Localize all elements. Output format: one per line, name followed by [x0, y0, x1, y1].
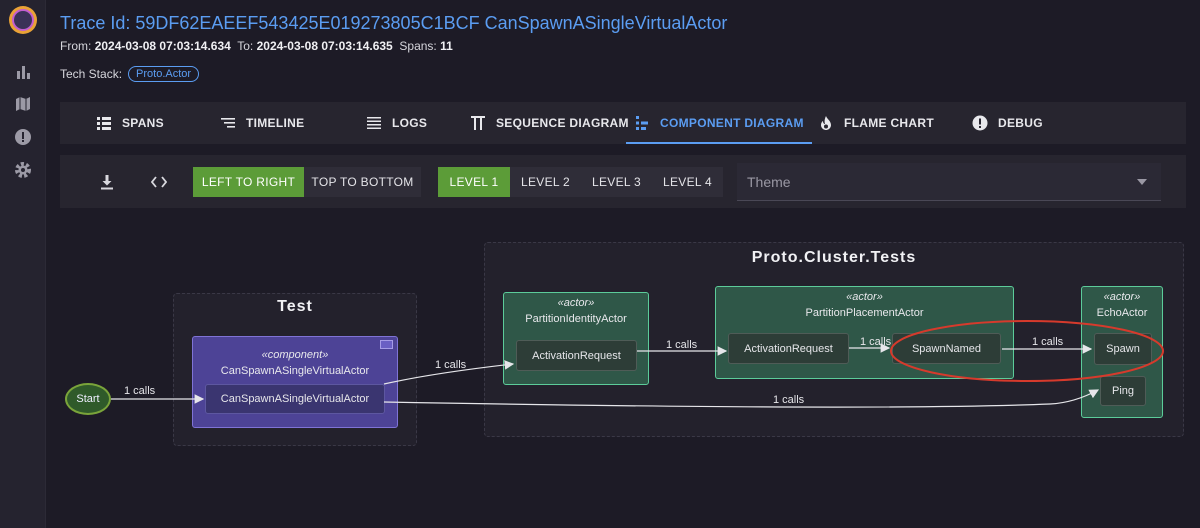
download-button[interactable] — [92, 167, 122, 197]
tab-debug-label: DEBUG — [998, 116, 1043, 130]
actor-name: EchoActor — [1096, 307, 1148, 319]
op-activation-request[interactable]: ActivationRequest — [516, 340, 637, 371]
tab-timeline[interactable]: TIMELINE — [220, 102, 304, 144]
tab-flame-chart-label: FLAME CHART — [844, 116, 934, 130]
from-label: From: — [60, 39, 92, 53]
chart-icon[interactable] — [13, 62, 33, 82]
op-activation-request[interactable]: ActivationRequest — [728, 333, 849, 364]
sequence-icon — [471, 116, 485, 130]
cluster-test-title: Test — [277, 298, 313, 315]
lines-icon — [367, 117, 381, 129]
highlight-ellipse — [890, 320, 1164, 382]
actor-stereotype: «actor» — [1103, 291, 1141, 303]
trace-meta: From: 2024-03-08 07:03:14.634 To: 2024-0… — [60, 39, 453, 53]
page-title: Trace Id: 59DF62EAEEF543425E019273805C1B… — [60, 13, 728, 33]
edge-label: 1 calls — [666, 339, 698, 351]
tab-component-diagram[interactable]: COMPONENT DIAGRAM — [626, 102, 812, 144]
tab-logs-label: LOGS — [392, 116, 428, 130]
code-icon — [151, 176, 167, 188]
chevron-down-icon — [1137, 178, 1147, 185]
alert-icon[interactable] — [13, 127, 33, 147]
tech-stack-label: Tech Stack: — [60, 67, 123, 81]
tab-debug[interactable]: DEBUG — [972, 102, 1043, 144]
level-3-button[interactable]: LEVEL 3 — [581, 167, 652, 197]
nav-rail — [0, 0, 46, 528]
actor-echo[interactable]: «actor» EchoActor Spawn Ping — [1081, 286, 1163, 418]
actor-name: PartitionPlacementActor — [805, 307, 924, 319]
map-icon[interactable] — [13, 94, 33, 114]
op-ping[interactable]: Ping — [1100, 376, 1146, 406]
actor-partition-identity[interactable]: «actor» PartitionIdentityActor Activatio… — [503, 292, 649, 385]
component-name: CanSpawnASingleVirtualActor — [220, 365, 370, 377]
to-value: 2024-03-08 07:03:14.635 — [256, 39, 393, 53]
left-to-right-button[interactable]: LEFT TO RIGHT — [193, 167, 304, 197]
list-icon — [97, 117, 111, 130]
theme-placeholder: Theme — [747, 173, 791, 190]
cluster-proto-cluster-tests-title: Proto.Cluster.Tests — [751, 249, 917, 266]
edge-label: 1 calls — [124, 385, 156, 397]
alert-icon — [972, 115, 988, 131]
to-label: To: — [237, 39, 254, 53]
component-canspawn[interactable]: «component» CanSpawnASingleVirtualActor … — [192, 336, 398, 428]
tab-spans-label: SPANS — [122, 116, 164, 130]
op-spawn-named[interactable]: SpawnNamed — [892, 333, 1001, 364]
level-4-button[interactable]: LEVEL 4 — [652, 167, 723, 197]
level-1-button[interactable]: LEVEL 1 — [438, 167, 510, 197]
flame-icon — [821, 116, 831, 130]
top-to-bottom-button[interactable]: TOP TO BOTTOM — [304, 167, 421, 197]
theme-select[interactable]: Theme — [737, 163, 1161, 201]
timeline-icon — [221, 118, 235, 128]
tech-stack-chip[interactable]: Proto.Actor — [128, 66, 200, 82]
component-stereotype: «component» — [261, 349, 329, 361]
edge-component-to-identity — [383, 360, 515, 385]
spans-value: 11 — [440, 39, 453, 53]
start-node[interactable]: Start — [65, 383, 111, 415]
actor-name: PartitionIdentityActor — [525, 313, 627, 325]
tab-flame-chart[interactable]: FLAME CHART — [818, 102, 934, 144]
actor-stereotype: «actor» — [557, 297, 595, 309]
tab-sequence-diagram[interactable]: SEQUENCE DIAGRAM — [470, 102, 629, 144]
download-icon — [101, 175, 113, 190]
component-icon — [380, 340, 393, 349]
tab-spans[interactable]: SPANS — [96, 102, 164, 144]
component-op[interactable]: CanSpawnASingleVirtualActor — [205, 384, 385, 414]
tab-sequence-diagram-label: SEQUENCE DIAGRAM — [496, 116, 629, 130]
spans-label: Spans: — [399, 39, 437, 53]
gear-icon[interactable] — [13, 160, 33, 180]
actor-stereotype: «actor» — [846, 291, 883, 303]
edge-label: 1 calls — [1032, 336, 1064, 348]
code-button[interactable] — [144, 167, 174, 197]
edge-label: 1 calls — [773, 394, 805, 406]
edge-label: 1 calls — [860, 336, 892, 348]
edge-component-to-ping — [383, 389, 1100, 408]
level-2-button[interactable]: LEVEL 2 — [510, 167, 581, 197]
op-spawn[interactable]: Spawn — [1094, 333, 1152, 365]
actor-partition-placement[interactable]: «actor» PartitionPlacementActor Activati… — [715, 286, 1014, 379]
from-value: 2024-03-08 07:03:14.634 — [94, 39, 231, 53]
edge-label: 1 calls — [435, 359, 467, 371]
tab-timeline-label: TIMELINE — [246, 116, 305, 130]
tab-component-diagram-label: COMPONENT DIAGRAM — [660, 116, 804, 130]
view-tabs: SPANS TIMELINE LOGS SEQUENCE DIAGRAM COM… — [60, 102, 1186, 144]
tech-stack: Tech Stack: Proto.Actor — [60, 66, 200, 82]
component-icon — [636, 116, 648, 130]
diagram-toolbar: LEFT TO RIGHT TOP TO BOTTOM LEVEL 1 LEVE… — [60, 155, 1186, 208]
tab-logs[interactable]: LOGS — [366, 102, 427, 144]
app-logo[interactable] — [9, 6, 37, 34]
